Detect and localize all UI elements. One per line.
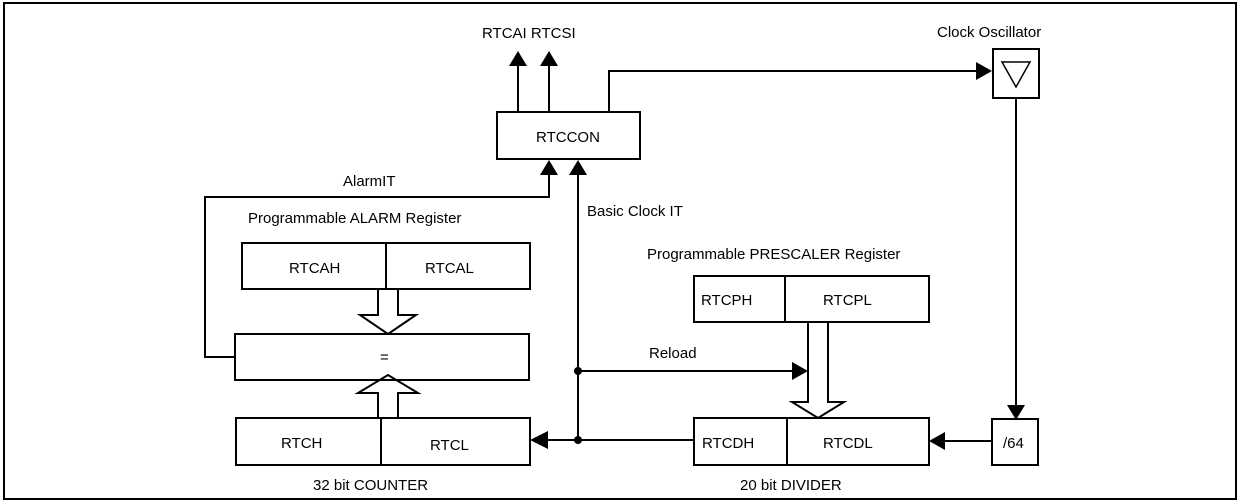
prescaler-to-divider-bus-arrow bbox=[788, 322, 848, 420]
prescaler-register-title: Programmable PRESCALER Register bbox=[647, 246, 900, 263]
divider-register-box bbox=[693, 417, 930, 466]
basic-clock-it-arrow bbox=[569, 160, 587, 440]
comparator-label: = bbox=[380, 349, 389, 366]
diagram-frame bbox=[3, 2, 1237, 500]
alarm-high-label: RTCAH bbox=[289, 260, 340, 277]
counter-to-comparator-bus-arrow bbox=[354, 373, 422, 418]
oscillator-triangle-icon bbox=[1000, 61, 1032, 89]
alarm-to-comparator-bus-arrow bbox=[356, 289, 420, 336]
divide-by-64-label: /64 bbox=[1003, 435, 1024, 452]
comparator-box bbox=[234, 333, 530, 381]
clock-oscillator-label: Clock Oscillator bbox=[937, 24, 1041, 41]
counter-caption: 32 bit COUNTER bbox=[313, 477, 428, 494]
divide-by-64-box bbox=[991, 418, 1039, 466]
interrupt-outputs-label: RTCAI RTCSI bbox=[482, 25, 576, 42]
interrupt-output-arrows bbox=[509, 51, 558, 112]
rtccon-to-oscillator-arrow bbox=[608, 62, 992, 112]
basic-clock-it-label: Basic Clock IT bbox=[587, 203, 683, 220]
alarm-register-title: Programmable ALARM Register bbox=[248, 210, 461, 227]
counter-low-label: RTCL bbox=[430, 437, 469, 454]
oscillator-to-divide-by-arrow bbox=[1007, 98, 1025, 420]
reload-arrow bbox=[578, 362, 808, 380]
prescaler-low-label: RTCPL bbox=[823, 292, 872, 309]
prescaler-high-label: RTCPH bbox=[701, 292, 752, 309]
reload-label: Reload bbox=[649, 345, 697, 362]
divider-high-label: RTCDH bbox=[702, 435, 754, 452]
junction-dot bbox=[574, 436, 582, 444]
rtccon-register-label: RTCCON bbox=[536, 129, 600, 146]
counter-high-label: RTCH bbox=[281, 435, 322, 452]
prescaler-register-box bbox=[693, 275, 930, 323]
counter-register-box bbox=[235, 417, 531, 466]
divider-caption: 20 bit DIVIDER bbox=[740, 477, 842, 494]
divider-low-label: RTCDL bbox=[823, 435, 873, 452]
alarm-low-label: RTCAL bbox=[425, 260, 474, 277]
alarm-it-label: AlarmIT bbox=[343, 173, 396, 190]
alarm-it-arrow bbox=[204, 160, 558, 358]
divide-by-to-divider-arrow bbox=[929, 432, 992, 450]
divider-to-counter-arrow bbox=[530, 431, 694, 449]
rtccon-register-box bbox=[496, 111, 641, 160]
clock-oscillator-box bbox=[992, 48, 1040, 99]
